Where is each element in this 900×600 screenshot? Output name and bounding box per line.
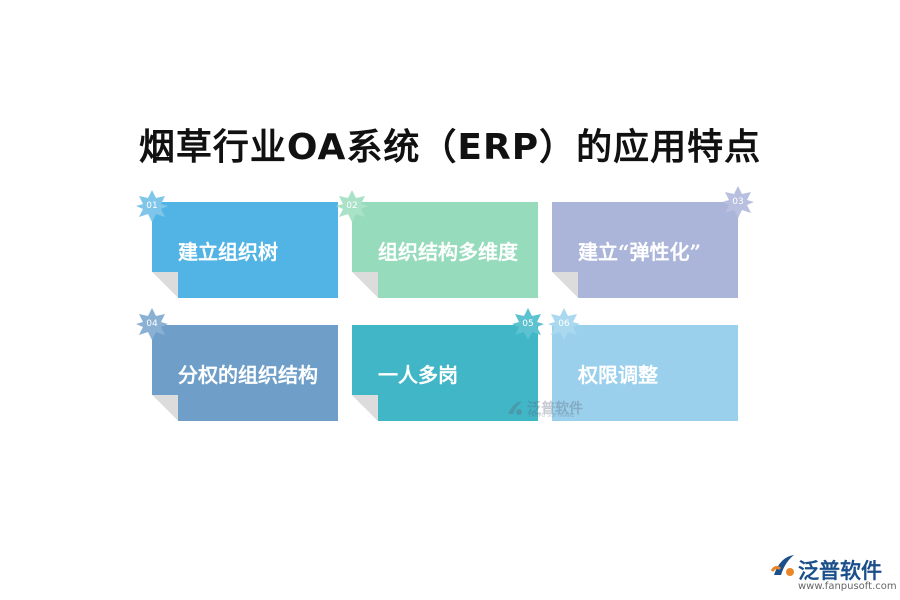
number-badge-06: 06 — [547, 307, 581, 341]
star-badge-icon — [512, 308, 544, 340]
feature-card-06: 权限调整 — [552, 325, 738, 421]
star-badge-icon — [722, 186, 754, 218]
number-badge-02: 02 — [335, 189, 369, 223]
brand-logo: 泛普软件 www.fanpusoft.com — [770, 551, 897, 595]
star-badge-icon — [548, 308, 580, 340]
page-title: 烟草行业OA系统（ERP）的应用特点 — [138, 127, 762, 168]
badge-number: 06 — [558, 319, 570, 329]
feature-card-02: 组织结构多维度 — [352, 202, 538, 298]
feature-card-label: 建立“弹性化” — [578, 239, 702, 264]
brand-url[interactable]: www.fanpusoft.com — [798, 581, 897, 592]
watermark: 泛普软件 FANPU SOFTWARE — [505, 398, 595, 420]
badge-number: 01 — [146, 201, 158, 211]
watermark-subtext: FANPU SOFTWARE — [529, 413, 575, 419]
star-badge-icon — [336, 190, 368, 222]
feature-card-label: 权限调整 — [578, 362, 658, 387]
number-badge-01: 01 — [135, 189, 169, 223]
feature-card-05: 一人多岗 — [352, 325, 538, 421]
page-fold-corner — [352, 272, 378, 298]
star-badge-icon — [136, 190, 168, 222]
page-fold-corner — [152, 395, 178, 421]
feature-card-04: 分权的组织结构 — [152, 325, 338, 421]
brand-name: 泛普软件 — [798, 559, 882, 583]
number-badge-03: 03 — [721, 185, 755, 219]
star-badge-icon — [136, 308, 168, 340]
badge-number: 03 — [732, 197, 744, 207]
fanpu-logo-icon — [508, 401, 522, 415]
badge-number: 04 — [146, 319, 158, 329]
number-badge-04: 04 — [135, 307, 169, 341]
feature-card-label: 建立组织树 — [178, 239, 278, 264]
badge-number: 02 — [346, 201, 358, 211]
feature-card-label: 一人多岗 — [378, 362, 458, 387]
badge-number: 05 — [522, 319, 534, 329]
feature-card-01: 建立组织树 — [152, 202, 338, 298]
page-fold-corner — [352, 395, 378, 421]
fanpu-logo-icon — [770, 555, 794, 576]
number-badge-05: 05 — [511, 307, 545, 341]
feature-card-label: 分权的组织结构 — [178, 362, 318, 387]
feature-card-label: 组织结构多维度 — [378, 239, 518, 264]
feature-card-03: 建立“弹性化” — [552, 202, 738, 298]
page-fold-corner — [152, 272, 178, 298]
page-fold-corner — [552, 272, 578, 298]
watermark-text: 泛普软件 — [527, 401, 583, 417]
